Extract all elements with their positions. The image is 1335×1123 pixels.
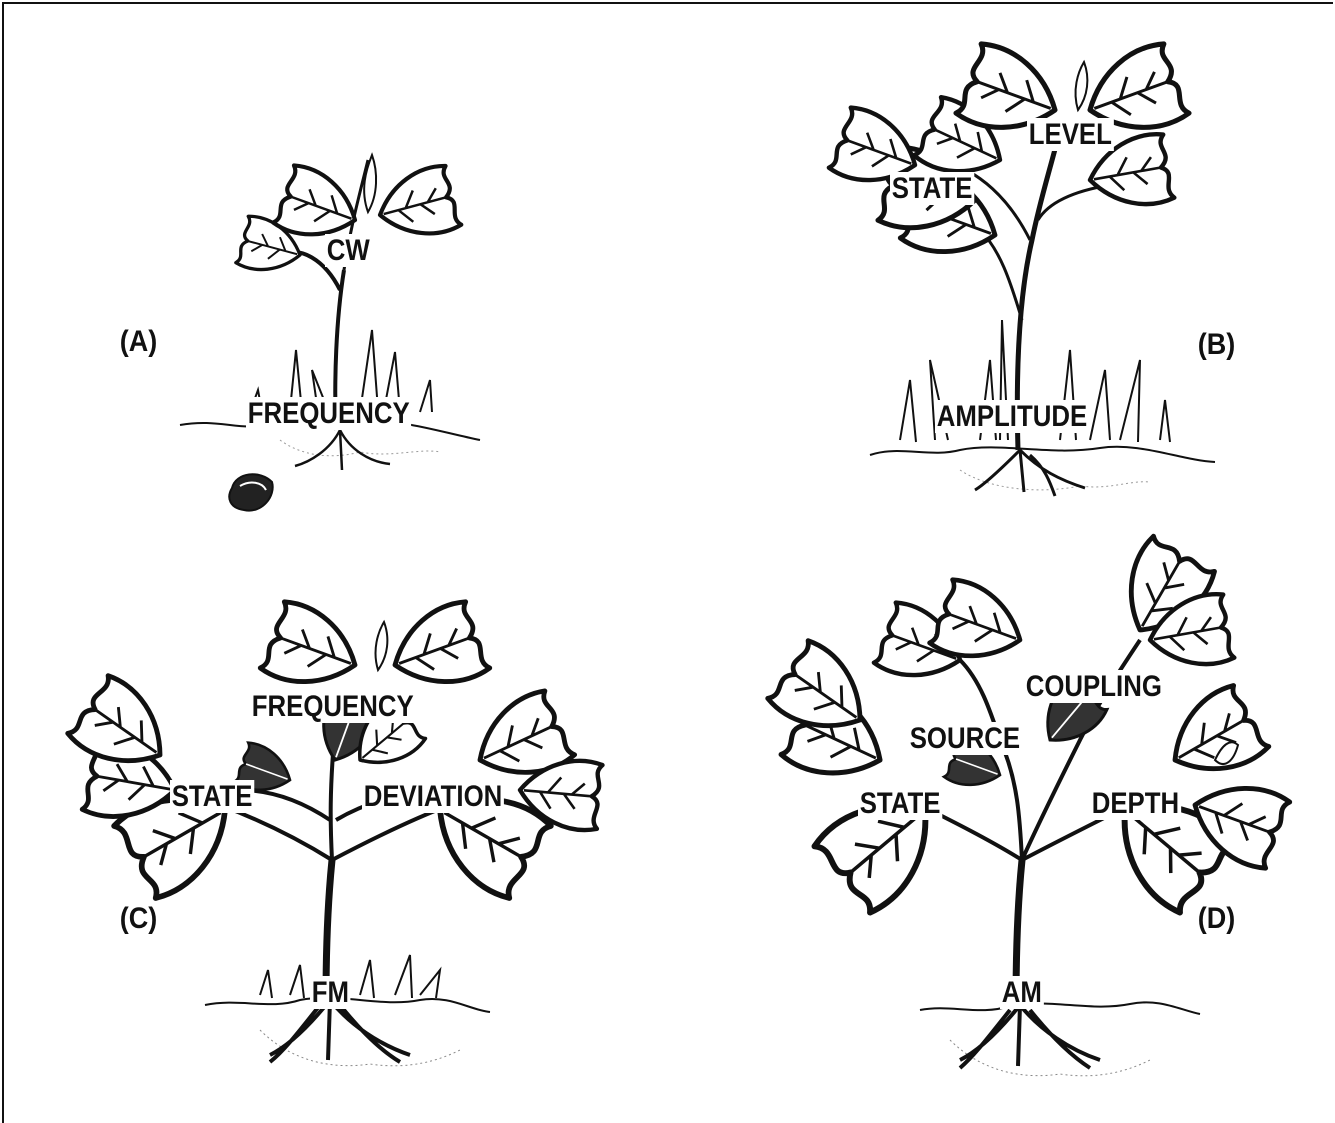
panel-tag-a: (A) bbox=[118, 325, 160, 358]
label-d-right: DEPTH bbox=[1090, 787, 1181, 820]
label-d-base: AM bbox=[1000, 976, 1044, 1009]
panel-tag-c: (C) bbox=[118, 902, 160, 935]
label-d-mid: SOURCE bbox=[908, 722, 1022, 755]
label-a-base: FREQUENCY bbox=[246, 397, 412, 430]
label-b-left: STATE bbox=[890, 172, 975, 205]
panel-tag-d: (D) bbox=[1196, 902, 1238, 935]
plant-a bbox=[179, 152, 481, 512]
label-c-top: FREQUENCY bbox=[250, 690, 416, 723]
plant-c bbox=[66, 599, 603, 1067]
label-c-base: FM bbox=[310, 976, 351, 1009]
label-b-top: LEVEL bbox=[1027, 118, 1114, 151]
label-c-left: STATE bbox=[170, 780, 255, 813]
panel-tag-b: (B) bbox=[1196, 328, 1238, 361]
label-b-base: AMPLITUDE bbox=[935, 400, 1089, 433]
label-d-top: COUPLING bbox=[1024, 670, 1164, 703]
label-c-right: DEVIATION bbox=[362, 780, 505, 813]
label-d-left: STATE bbox=[858, 787, 943, 820]
label-a-top: CW bbox=[325, 234, 372, 267]
plant-b bbox=[828, 41, 1216, 497]
